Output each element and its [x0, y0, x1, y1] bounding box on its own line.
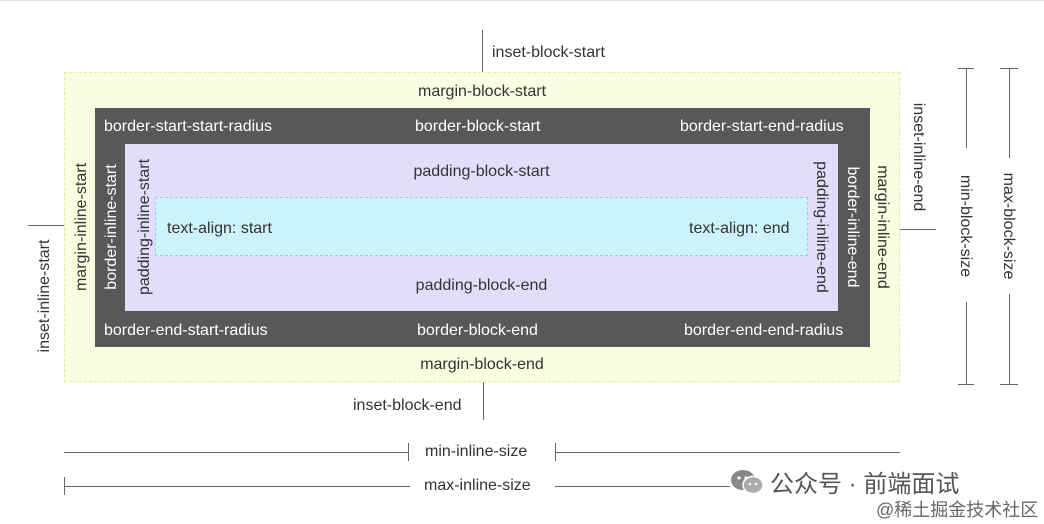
max-inline-size-left-line	[64, 486, 410, 487]
border-end-end-radius-label: border-end-end-radius	[684, 322, 844, 339]
border-start-start-radius-label: border-start-start-radius	[104, 118, 273, 135]
wechat-icon	[730, 469, 764, 495]
margin-inline-start-label: margin-inline-start	[73, 162, 90, 292]
inset-inline-end-line	[900, 229, 936, 230]
inset-block-end-line	[483, 382, 484, 420]
min-inline-size-label: min-inline-size	[425, 443, 528, 460]
watermark-wechat: 公众号 · 前端面试	[730, 464, 959, 499]
padding-inline-end-label: padding-inline-end	[813, 161, 830, 293]
max-block-size-label: max-block-size	[1000, 172, 1017, 280]
max-block-size-bottom-tick	[1000, 384, 1018, 385]
inset-block-start-label: inset-block-start	[492, 44, 605, 61]
border-start-end-radius-label: border-start-end-radius	[680, 118, 844, 135]
watermark-line1: 公众号 · 前端面试	[770, 471, 960, 498]
watermark-line2: @稀土掘金技术社区	[876, 500, 1039, 520]
inset-inline-start-label: inset-inline-start	[36, 239, 53, 353]
min-block-size-bottom-tick	[958, 384, 974, 385]
margin-block-start-label: margin-block-start	[417, 83, 547, 100]
padding-block-end-label: padding-block-end	[415, 277, 548, 294]
border-inline-start-label: border-inline-start	[103, 164, 120, 290]
border-inline-end-label: border-inline-end	[844, 166, 861, 288]
min-inline-size-right-line	[555, 452, 900, 453]
top-divider	[0, 0, 1044, 1]
max-block-size-top-line	[1009, 68, 1010, 158]
content-box	[155, 197, 808, 256]
margin-inline-end-label: margin-inline-end	[874, 165, 891, 289]
max-inline-size-right-line	[555, 486, 730, 487]
padding-block-start-label: padding-block-start	[413, 163, 550, 180]
min-inline-size-left-tick	[408, 443, 409, 461]
margin-block-end-label: margin-block-end	[420, 356, 544, 373]
inset-inline-start-line	[28, 225, 64, 226]
border-block-start-label: border-block-start	[415, 118, 541, 135]
inset-block-end-label: inset-block-end	[353, 397, 462, 414]
border-end-start-radius-label: border-end-start-radius	[104, 322, 268, 339]
max-block-size-bottom-line	[1009, 294, 1010, 384]
min-block-size-bottom-line	[966, 302, 967, 384]
min-inline-size-left-line	[64, 452, 409, 453]
text-align-end-label: text-align: end	[689, 220, 790, 237]
border-block-end-label: border-block-end	[417, 322, 538, 339]
inset-block-start-line	[482, 30, 483, 72]
inset-inline-end-label: inset-inline-end	[910, 102, 927, 212]
min-block-size-top-line	[966, 68, 967, 148]
text-align-start-label: text-align: start	[167, 220, 272, 237]
min-block-size-label: min-block-size	[957, 174, 974, 278]
padding-inline-start-label: padding-inline-start	[136, 158, 153, 296]
max-inline-size-label: max-inline-size	[424, 477, 531, 494]
